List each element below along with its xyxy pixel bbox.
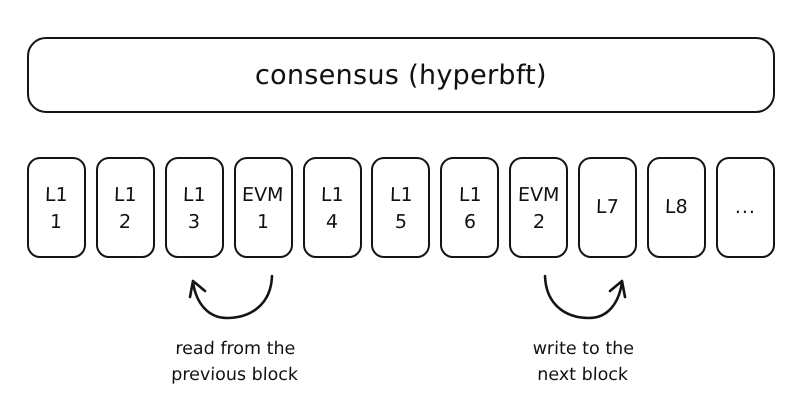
block-label-bottom: 1 <box>256 211 270 233</box>
block-l1-1: L1 1 <box>27 157 86 258</box>
block-evm-1: EVM 1 <box>233 157 293 258</box>
write-annotation-line2: next block <box>537 365 629 386</box>
block-ellipsis: ... <box>715 157 775 258</box>
consensus-bar: consensus (hyperbft) <box>27 37 775 113</box>
block-label-top: L1 <box>113 183 138 206</box>
read-arrow-icon <box>188 274 274 320</box>
read-annotation-line2: previous block <box>170 365 299 386</box>
block-l1-3: L1 3 <box>164 157 224 258</box>
block-label-top: L1 <box>458 183 482 206</box>
block-label-top: L8 <box>664 196 689 219</box>
block-label-top: L7 <box>595 196 620 219</box>
block-l1-4: L1 4 <box>302 157 362 258</box>
block-l1-6: L1 6 <box>440 157 500 258</box>
block-evm-2: EVM 2 <box>509 157 569 258</box>
block-label-top: EVM <box>242 183 285 206</box>
block-label-bottom: 2 <box>532 211 546 233</box>
block-l8: L8 <box>647 157 707 258</box>
block-label-bottom: 3 <box>187 211 201 233</box>
read-annotation: read from the previous block <box>134 336 335 389</box>
block-label-top: EVM <box>517 183 560 206</box>
block-label-bottom: 2 <box>118 211 132 233</box>
block-label-bottom: 4 <box>325 211 339 233</box>
block-label-top: L1 <box>389 183 413 206</box>
block-label-top: L1 <box>182 183 207 206</box>
block-l1-2: L1 2 <box>95 157 155 258</box>
write-annotation-line1: write to the <box>532 339 635 359</box>
ellipsis-icon: ... <box>734 196 756 219</box>
block-label-bottom: 5 <box>394 211 408 233</box>
block-label-bottom: 6 <box>463 211 477 233</box>
consensus-label: consensus (hyperbft) <box>254 59 548 91</box>
block-row: L1 1 L1 2 L1 3 EVM 1 L1 4 L1 5 L1 6 EVM <box>27 157 775 258</box>
block-label-top: L1 <box>44 183 69 206</box>
write-annotation: write to the next block <box>482 336 683 389</box>
block-l7: L7 <box>578 157 638 258</box>
block-label-bottom: 1 <box>50 211 63 233</box>
block-label-top: L1 <box>320 183 344 206</box>
block-l1-5: L1 5 <box>371 157 431 258</box>
write-arrow-icon <box>543 274 627 320</box>
read-annotation-line1: read from the <box>175 339 296 359</box>
